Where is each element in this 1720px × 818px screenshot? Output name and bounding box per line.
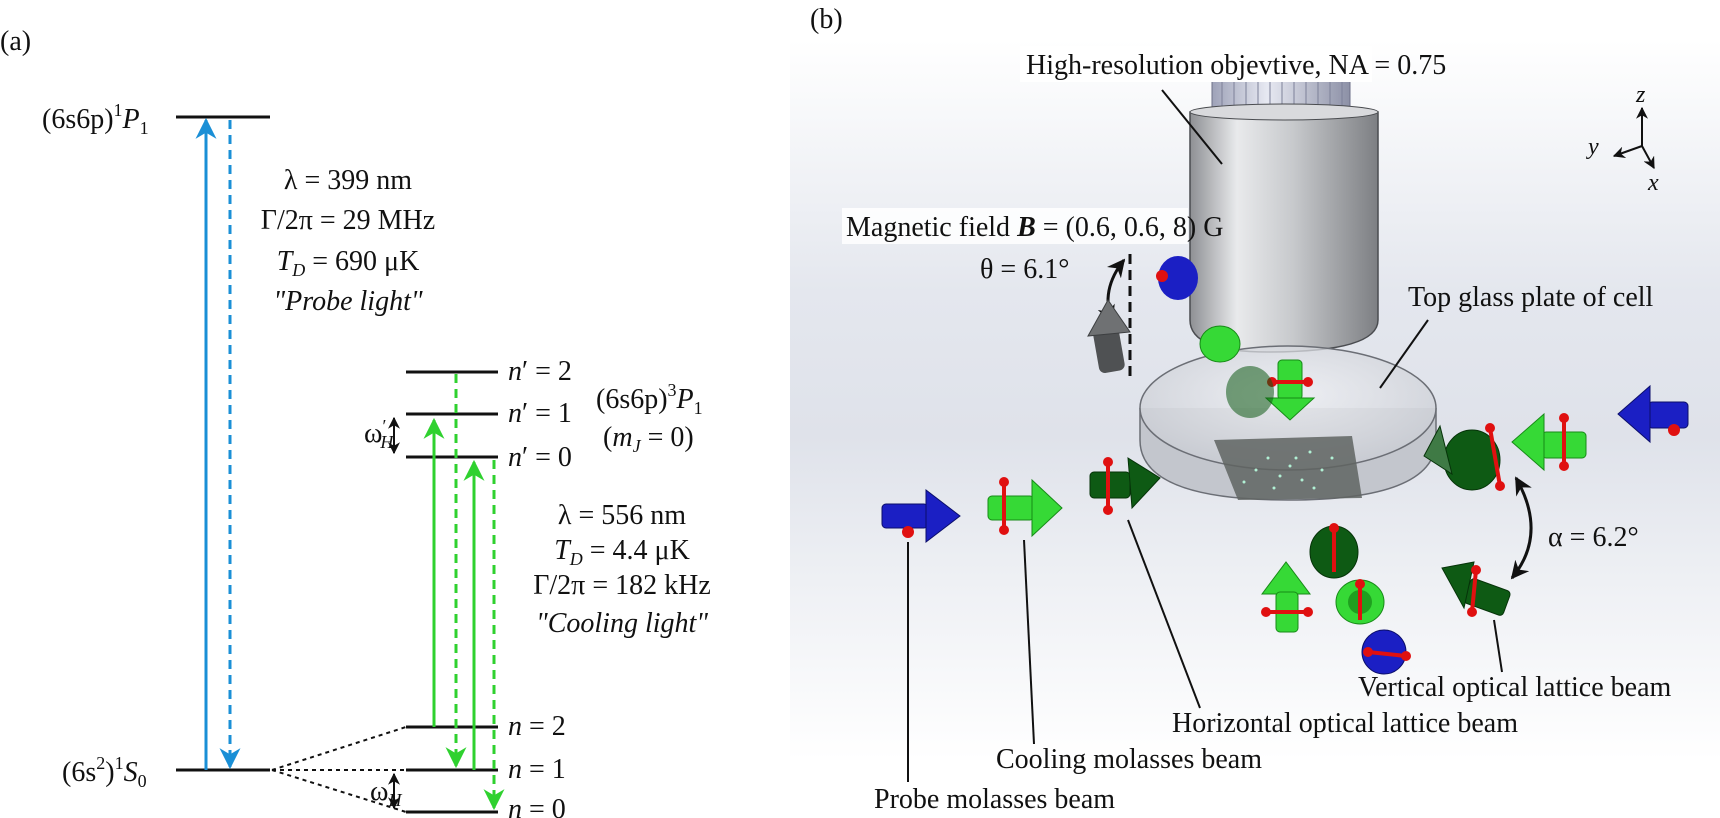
objective-label-bg: [1020, 46, 1372, 82]
cooling-molasses-pointer: [1023, 539, 1035, 745]
horizontal-lattice-pointer: [1127, 519, 1201, 709]
coordinate-axes: z y x: [1586, 82, 1659, 196]
panel-b-label: (b): [810, 4, 843, 35]
cooling-doppler-temp: TD = 4.4 μK: [554, 535, 690, 569]
theta-label: θ = 6.1°: [980, 254, 1069, 285]
probe-molasses-label: Probe molasses beam: [874, 784, 1115, 815]
top-glass-label: Top glass plate of cell: [1408, 282, 1654, 313]
alpha-label: α = 6.2°: [1548, 522, 1639, 553]
top-glass-pointer: [1379, 319, 1429, 389]
alpha-arc: [1510, 476, 1533, 580]
connector-n2: [271, 726, 407, 771]
axis-z-label: z: [1635, 82, 1646, 108]
vertical-lattice-label: Vertical optical lattice beam: [1358, 672, 1672, 703]
bottom-arrow-cluster: [1261, 523, 1411, 675]
magnetic-field-label: Magnetic field B = (0.6, 0.6, 8) G: [846, 212, 1223, 243]
horizontal-lattice-arrow-left: [1089, 457, 1161, 515]
level-1p1-label: (6s6p)1P1: [42, 100, 149, 138]
label-n-0: n = 0: [508, 794, 566, 818]
probe-light-name: "Probe light": [273, 286, 422, 317]
cooling-beam-arrow-left: [987, 477, 1063, 538]
probe-lambda: λ = 399 nm: [284, 165, 412, 196]
cooling-beam-arrow-topleft: [1199, 325, 1241, 363]
panel-a-energy-diagram: (a) (6s6p)1P1 (6s2)1S0 λ = 399 nm Γ/2π =…: [0, 26, 711, 818]
label-nprime-2: n′ = 2: [508, 356, 572, 387]
omega-h-label: ωH: [370, 776, 402, 810]
horizontal-lattice-label: Horizontal optical lattice beam: [1172, 708, 1518, 739]
panel-b-setup-render: (b): [790, 4, 1720, 815]
cooling-beam-arrow-top: [1264, 359, 1316, 421]
probe-light-info: λ = 399 nm Γ/2π = 29 MHz TD = 690 μK "Pr…: [261, 165, 435, 317]
label-n-1: n = 1: [508, 754, 566, 785]
probe-beam-arrow-left: [881, 488, 961, 544]
vertical-lattice-pointer: [1493, 619, 1503, 673]
objective-lens: [1189, 69, 1379, 353]
probe-beam-arrow-right: [1617, 384, 1689, 444]
cooling-light-info: λ = 556 nm TD = 4.4 μK Γ/2π = 182 kHz "C…: [533, 500, 711, 639]
label-n-2: n = 2: [508, 711, 566, 742]
cooling-lambda: λ = 556 nm: [558, 500, 686, 531]
horizontal-lattice-arrow-right: [1423, 423, 1505, 491]
horizontal-lattice-arrow-ghost: [1226, 366, 1274, 418]
probe-gamma: Γ/2π = 29 MHz: [261, 205, 435, 236]
probe-beam-arrow-top: [1156, 256, 1198, 300]
axis-x-label: x: [1647, 170, 1659, 196]
magnetic-field-arrow: [1087, 299, 1131, 373]
triplet-mj-label: (mJ = 0): [603, 422, 694, 456]
omega-h-prime-label: ω′H: [364, 416, 394, 452]
label-nprime-1: n′ = 1: [508, 398, 572, 429]
axis-y-label: y: [1586, 134, 1599, 160]
triplet-term-label: (6s6p)3P1: [596, 380, 703, 418]
cooling-gamma: Γ/2π = 182 kHz: [533, 570, 711, 601]
magnetic-label-bg: [842, 208, 1188, 244]
objective-pointer: [1161, 89, 1223, 165]
objective-label: High-resolution objevtive, NA = 0.75: [1026, 50, 1446, 81]
cooling-light-name: "Cooling light": [536, 608, 708, 639]
level-1s0-label: (6s2)1S0: [62, 753, 147, 791]
cooling-molasses-label: Cooling molasses beam: [996, 744, 1262, 775]
probe-doppler-temp: TD = 690 μK: [277, 246, 420, 280]
label-nprime-0: n′ = 0: [508, 442, 572, 473]
atom-sample-square: [1214, 436, 1362, 500]
panel-a-label: (a): [0, 26, 31, 57]
vertical-lattice-arrow: [1441, 561, 1511, 617]
cooling-beam-arrow-right: [1511, 412, 1587, 472]
